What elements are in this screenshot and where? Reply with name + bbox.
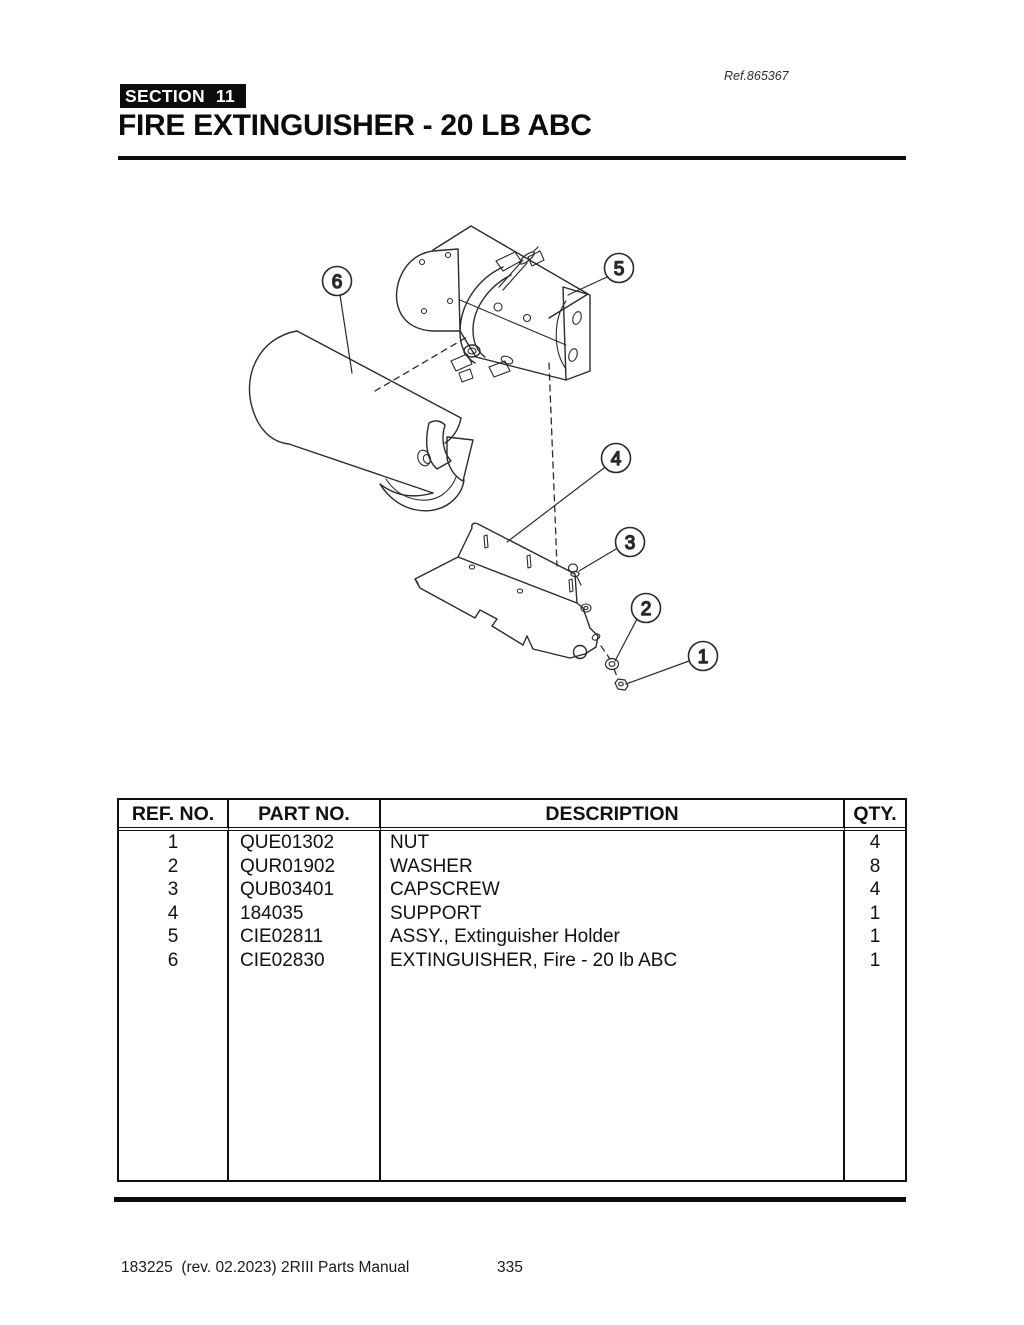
support-bracket-drawing	[414, 522, 601, 660]
table-row-cell: 4	[869, 832, 881, 853]
nut-drawing	[614, 678, 629, 691]
table-row-cell: WASHER	[381, 854, 845, 879]
callout-5-number: 5	[614, 259, 625, 280]
footer-manual-info: 183225 (rev. 02.2023) 2RIII Parts Manual	[121, 1259, 410, 1276]
parts-table: REF. NO. PART NO. DESCRIPTION QTY. 1 QUE…	[117, 798, 907, 1182]
table-row-cell: EXTINGUISHER, Fire - 20 lb ABC	[381, 948, 845, 973]
section-badge-number: 11	[215, 85, 235, 106]
table-row-cell: 184035	[229, 901, 381, 926]
table-row-cell: ASSY., Extinguisher Holder	[381, 925, 845, 949]
table-row-cell: 6	[119, 948, 229, 973]
table-row-cell: QUB03401	[229, 878, 381, 902]
callout-2: 2	[630, 592, 662, 624]
table-filler	[229, 972, 381, 1180]
exploded-view-diagram: 6 5 4 3 2 1	[248, 225, 719, 691]
col-header-part-no: PART NO.	[229, 800, 381, 831]
table-row-cell: 3	[119, 878, 229, 902]
page-title: FIRE EXTINGUISHER - 20 LB ABC	[118, 109, 592, 142]
table-filler	[119, 972, 229, 1180]
capscrew-drawing	[567, 563, 582, 586]
table-filler	[845, 973, 905, 1180]
callout-3: 3	[614, 526, 646, 558]
table-row-cell: CAPSCREW	[381, 878, 845, 902]
callout-5: 5	[603, 252, 635, 284]
table-row-cell: 1	[869, 949, 881, 971]
table-row-cell: SUPPORT	[381, 901, 845, 926]
table-row-cell: QUE01302	[229, 831, 381, 855]
table-row-cell: CIE02811	[229, 925, 381, 949]
table-row-cell: 2	[119, 854, 229, 879]
callout-leader-lines	[339, 276, 690, 685]
reference-number: Ref.865367	[724, 69, 789, 83]
callout-4: 4	[600, 442, 632, 474]
assembly-alignment-dashes	[374, 336, 619, 680]
extinguisher-cylinder-drawing	[248, 330, 474, 512]
callout-2-number: 2	[641, 599, 652, 620]
table-row-cell: 8	[869, 855, 881, 877]
section-badge-label: SECTION	[125, 85, 205, 106]
callout-1-number: 1	[698, 647, 709, 668]
section-badge: SECTION 11	[120, 84, 246, 108]
callout-4-number: 4	[611, 449, 622, 470]
footer-page-number: 335	[497, 1259, 523, 1276]
col-header-ref-no: REF. NO.	[119, 800, 229, 831]
col-header-qty: QTY.	[845, 800, 905, 831]
table-row-cell: 4	[869, 879, 881, 901]
callout-3-number: 3	[625, 533, 636, 554]
table-row-cell: 1	[869, 902, 881, 924]
holder-assembly-drawing	[395, 225, 591, 383]
footer-rule	[114, 1197, 906, 1202]
table-row-cell: 4	[119, 901, 229, 926]
callout-1: 1	[687, 640, 719, 672]
table-row-cell: CIE02830	[229, 948, 381, 973]
table-filler	[381, 972, 845, 1180]
table-row-cell: NUT	[381, 831, 845, 855]
table-row-cell: 5	[119, 925, 229, 949]
table-row-cell: 1	[869, 926, 881, 948]
callout-6-number: 6	[332, 272, 343, 293]
washer-drawing	[604, 657, 620, 671]
title-rule	[118, 156, 906, 160]
table-row-cell: 1	[119, 831, 229, 855]
col-header-description: DESCRIPTION	[381, 800, 845, 831]
callout-6: 6	[321, 265, 353, 297]
table-row-cell: QUR01902	[229, 854, 381, 879]
